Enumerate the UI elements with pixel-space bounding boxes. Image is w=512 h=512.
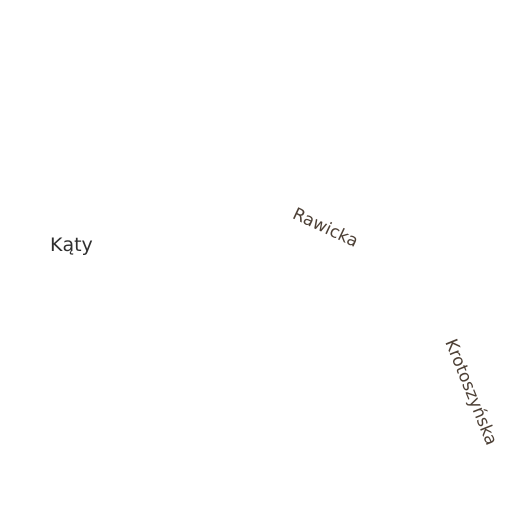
street-label-krotoszynska: Krotoszyńska: [440, 336, 502, 449]
street-label-rawicka: Rawicka: [289, 204, 362, 252]
place-label-katy: Kąty: [50, 234, 93, 256]
